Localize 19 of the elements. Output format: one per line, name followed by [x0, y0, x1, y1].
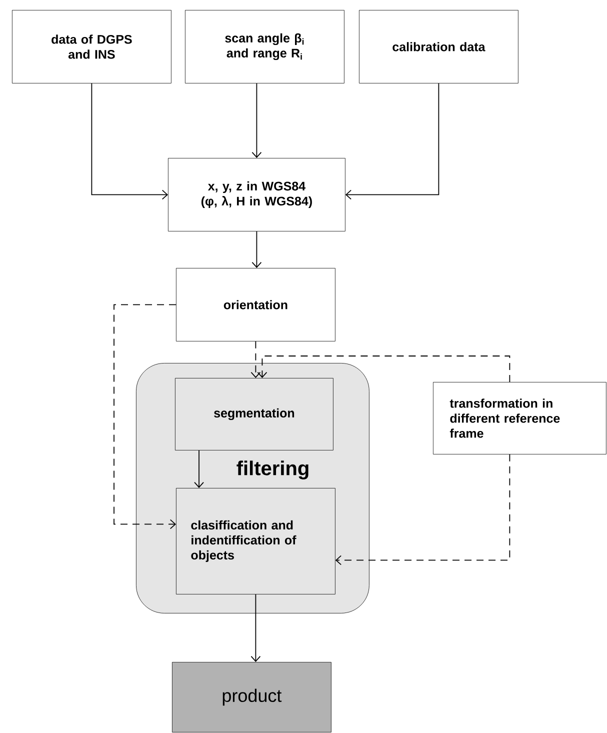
arrow	[257, 356, 510, 382]
arrow	[335, 454, 510, 566]
input-box: data of DGPS and INS	[12, 10, 172, 84]
output-box: product	[172, 662, 332, 732]
arrow	[250, 340, 261, 378]
arrow	[194, 450, 204, 488]
input-box: scan angle β$_{i}$ and range R$_{i}$	[185, 10, 344, 84]
arrow	[345, 82, 440, 200]
arrow	[91, 82, 168, 200]
process-box: segmentation	[175, 378, 334, 450]
process-box: x, y, z in WGS84 (φ, λ, H in WGS84)	[168, 158, 346, 232]
arrow	[252, 82, 262, 158]
process-box: orientation	[176, 268, 336, 342]
arrow	[114, 304, 176, 530]
arrow	[252, 230, 262, 268]
arrow	[250, 594, 261, 662]
input-box: calibration data	[359, 10, 518, 84]
process-box: transformation in different reference frame	[433, 382, 606, 454]
process-box: clasiffication and indentiffication of objects	[176, 488, 336, 594]
